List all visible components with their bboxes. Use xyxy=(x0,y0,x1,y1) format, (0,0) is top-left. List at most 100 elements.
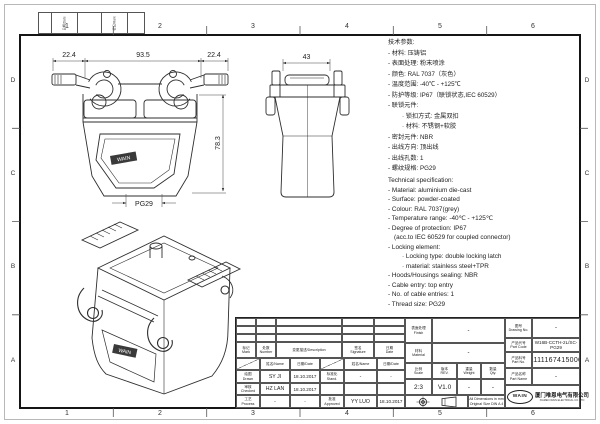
drawing-no-label: 图号 Drawing No. xyxy=(505,318,532,338)
rev-header-description: 变更描述/Description xyxy=(276,342,342,358)
rev-header-number: 处数 Number xyxy=(256,342,276,358)
projection-symbol-icon xyxy=(416,396,456,407)
rev-empty-cell xyxy=(276,326,342,334)
zone-number: 5 xyxy=(438,23,442,30)
divider xyxy=(77,13,78,33)
finish-label: 表面处理 Finish xyxy=(405,318,432,343)
signoff-approved-date: 18.10.2017 xyxy=(377,395,405,408)
zone-number: 2 xyxy=(158,23,162,30)
zone-number: 5 xyxy=(438,410,442,417)
zone-letter: D xyxy=(10,77,16,84)
properties-table: 表面处理 Finish - 材料 Material - xyxy=(405,318,505,363)
zone-number: 1 xyxy=(65,23,69,30)
company-name-cn: 厦门唯恩电气有限公司 xyxy=(535,393,589,399)
rev-empty-cell xyxy=(374,326,405,334)
iso-view-latches xyxy=(77,275,234,352)
signoff-stand-date: - xyxy=(377,370,405,383)
zone-number: 6 xyxy=(531,410,535,417)
scale-label: 比例 Scale xyxy=(405,363,432,379)
revision-table: 标记 Mark 处数 Number 变更描述/Description 签名 Si… xyxy=(236,318,405,358)
signoff-drawn-label: 绘图 Drawn xyxy=(236,370,260,383)
rev-header-signature: 签名 Signature xyxy=(342,342,374,358)
signoff-table: 姓名/Name 日期/Date 姓名/Name 日期/Date 绘图 Drawn… xyxy=(236,358,405,408)
iso-view-logo-text: WAIN xyxy=(118,348,132,357)
part-code-value: W16B-CCTH-2L/SC-PG29 xyxy=(532,338,580,352)
rev-empty-cell xyxy=(374,334,405,342)
signoff-drawn-date: 18.10.2017 xyxy=(290,370,320,383)
signoff-date-header: 日期/Date xyxy=(377,358,405,370)
front-view-housing xyxy=(51,73,229,197)
rev-empty-cell xyxy=(236,318,256,326)
revision-strip-label: 标记/Mark xyxy=(112,16,117,31)
rev-header-mark: 标记 Mark xyxy=(236,342,256,358)
divider xyxy=(127,13,128,33)
zone-letter: D xyxy=(584,77,590,84)
revision-strip: 日期/Date 标记/Mark xyxy=(38,12,145,34)
spec-block-cn: 技术参数: - 材料: 压铸铝 - 表面处理: 粉末喷涂 - 颜色: RAL 7… xyxy=(388,38,580,175)
spec-line: - 温度范围: -40℃ - +125℃ xyxy=(388,81,461,88)
dim-label-mid: 93.5 xyxy=(136,52,150,59)
spec-line: 技术参数: xyxy=(388,39,415,46)
spec-line: - 出线孔数: 1 xyxy=(388,154,424,162)
company-name-en: XIAMEN WAIN ELECTRICAL CO.,LTD xyxy=(539,399,585,402)
qty-value: - xyxy=(481,379,505,395)
zone-number: 4 xyxy=(345,23,349,30)
dim-label-width: 43 xyxy=(303,54,311,61)
rev-empty-cell xyxy=(342,326,374,334)
rev-empty-cell xyxy=(256,326,276,334)
divider xyxy=(101,13,102,33)
rev-empty-cell xyxy=(342,334,374,342)
projection-row: All Dimensions in mm Original Size DIN A… xyxy=(405,395,505,408)
signoff-checked-label: 审核 Checked xyxy=(236,383,260,395)
scale-table: 比例 Scale 版本 REV. 重量 Weight 数量 Qty. 2:3 V… xyxy=(405,363,505,395)
side-view-housing xyxy=(265,70,350,198)
spec-line: Technical specification: xyxy=(388,177,454,184)
rev-value: V1.0 xyxy=(432,379,457,395)
rev-empty-cell xyxy=(236,334,256,342)
dim-label-right: 22.4 xyxy=(207,52,221,59)
zone-ticks xyxy=(12,26,588,417)
spec-line: - Cable entry: top entry xyxy=(388,281,454,289)
spec-line: (acc.to IEC 60529 for coupled connector) xyxy=(394,234,511,241)
zone-number: 3 xyxy=(251,23,255,30)
zone-number: 6 xyxy=(531,23,535,30)
rev-label: 版本 REV. xyxy=(432,363,457,379)
company-names: 厦门唯恩电气有限公司 XIAMEN WAIN ELECTRICAL CO.,LT… xyxy=(535,391,589,402)
front-view-dimensions xyxy=(52,58,229,207)
zone-letter: A xyxy=(584,357,590,364)
iso-view-logo-plate: WAIN xyxy=(112,344,138,358)
rev-empty-cell xyxy=(256,334,276,342)
projection-symbol-cell xyxy=(405,395,468,408)
front-view-logo-plate: WAIN xyxy=(110,151,138,165)
zone-letter: B xyxy=(10,263,16,270)
rev-header-date: 日期 Date xyxy=(374,342,405,358)
spec-line: - No. of cable entries: 1 xyxy=(388,291,455,298)
signoff-checked-name: HZ LAN xyxy=(260,383,290,395)
part-name-value: - xyxy=(532,368,580,385)
zone-letter: A xyxy=(10,357,16,364)
signoff-checked-date: 18.10.2017 xyxy=(290,383,320,395)
material-label: 材料 Material xyxy=(405,343,432,363)
title-block: 标记 Mark 处数 Number 变更描述/Description 签名 Si… xyxy=(235,317,589,409)
part-name-label: 产品名称 Part Name xyxy=(505,368,532,385)
spec-line: · material: stainless steel+TPR xyxy=(402,262,489,270)
spec-line: - Surface: powder-coated xyxy=(388,196,460,203)
weight-label: 重量 Weight xyxy=(457,363,481,379)
signoff-drawn-name: SY JI xyxy=(260,370,290,383)
spec-line: - 表面处理: 粉末喷涂 xyxy=(388,60,445,67)
rev-empty-cell xyxy=(276,334,342,342)
iso-view-grip-pads xyxy=(80,221,242,288)
signoff-name-header: 姓名/Name xyxy=(260,358,290,370)
signoff-stand-label: 标准化 Stand. xyxy=(320,370,344,383)
signoff-name-header: 姓名/Name xyxy=(344,358,377,370)
iso-view-housing xyxy=(91,235,232,395)
side-view-drawing: 43 xyxy=(265,54,350,198)
spec-line: - 材料: 压铸铝 xyxy=(388,49,427,57)
spec-line: - 出线方向: 顶出线 xyxy=(388,144,439,151)
spec-line: - Material: aluminium die-cast xyxy=(388,186,472,194)
part-no-value: 1111167415006 xyxy=(532,352,580,368)
signoff-empty-cell xyxy=(377,383,405,395)
spec-line: - 颜色: RAL 7037（灰色） xyxy=(388,70,460,78)
rev-empty-cell xyxy=(276,318,342,326)
